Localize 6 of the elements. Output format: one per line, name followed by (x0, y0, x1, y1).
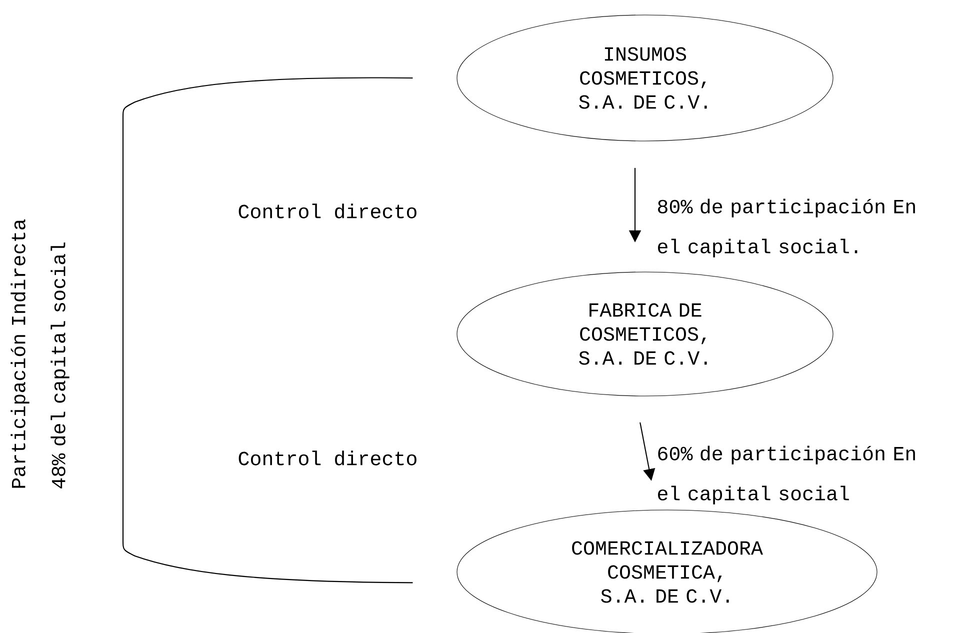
control-label: Control directo (238, 450, 416, 466)
edge-label: 80% de participación En el capital social. (658, 198, 915, 258)
control-label: Control directo (238, 204, 416, 218)
edge-label: 60% de participación En el capital social (658, 446, 915, 504)
edge-label: Participación Indirecta 48% del capital social (10, 219, 70, 488)
bracket-line (122, 77, 413, 584)
